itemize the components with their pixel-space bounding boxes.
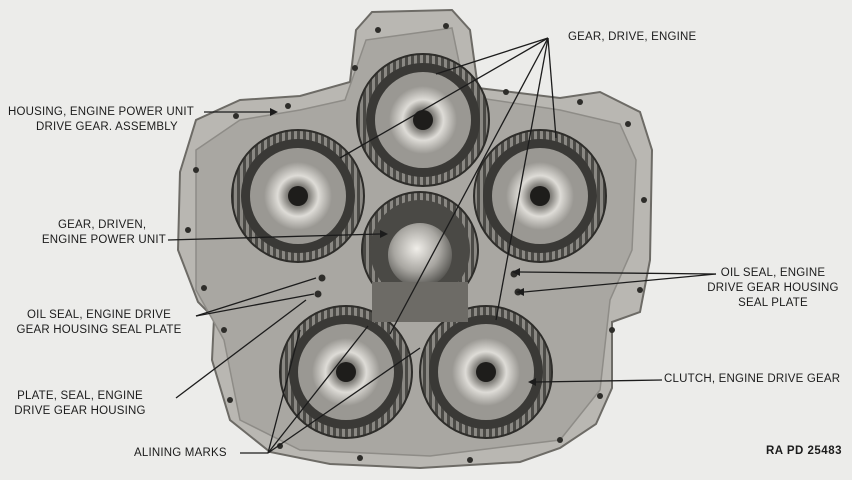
arrowheads [270, 108, 536, 386]
label-gear-drive-engine: GEAR, DRIVE, ENGINE [568, 31, 697, 43]
gear-upper-left [231, 129, 365, 263]
label-oil-seal-left: OIL SEAL, ENGINE DRIVE GEAR HOUSING SEAL… [16, 309, 182, 336]
label-plate-seal: PLATE, SEAL, ENGINE DRIVE GEAR HOUSING [14, 390, 146, 417]
leader-lines [167, 37, 717, 454]
figure-id: RA PD 25483 [765, 445, 842, 457]
gear-lower-right [419, 305, 553, 439]
label-gear-driven: GEAR, DRIVEN, ENGINE POWER UNIT [41, 219, 166, 246]
gear-upper-right [473, 129, 607, 263]
gear-top [356, 53, 490, 187]
bolt-holes [185, 23, 647, 463]
label-oil-seal-right: OIL SEAL, ENGINE DRIVE GEAR HOUSING SEAL… [707, 267, 839, 309]
label-clutch-engine-drive-gear: CLUTCH, ENGINE DRIVE GEAR [664, 373, 841, 385]
label-alining-marks: ALINING MARKS [134, 447, 227, 459]
gear-lower-left [279, 305, 413, 439]
label-housing-engine-power-unit: HOUSING, ENGINE POWER UNIT DRIVE GEAR. A… [8, 106, 195, 133]
gear-driven-center [361, 191, 479, 322]
